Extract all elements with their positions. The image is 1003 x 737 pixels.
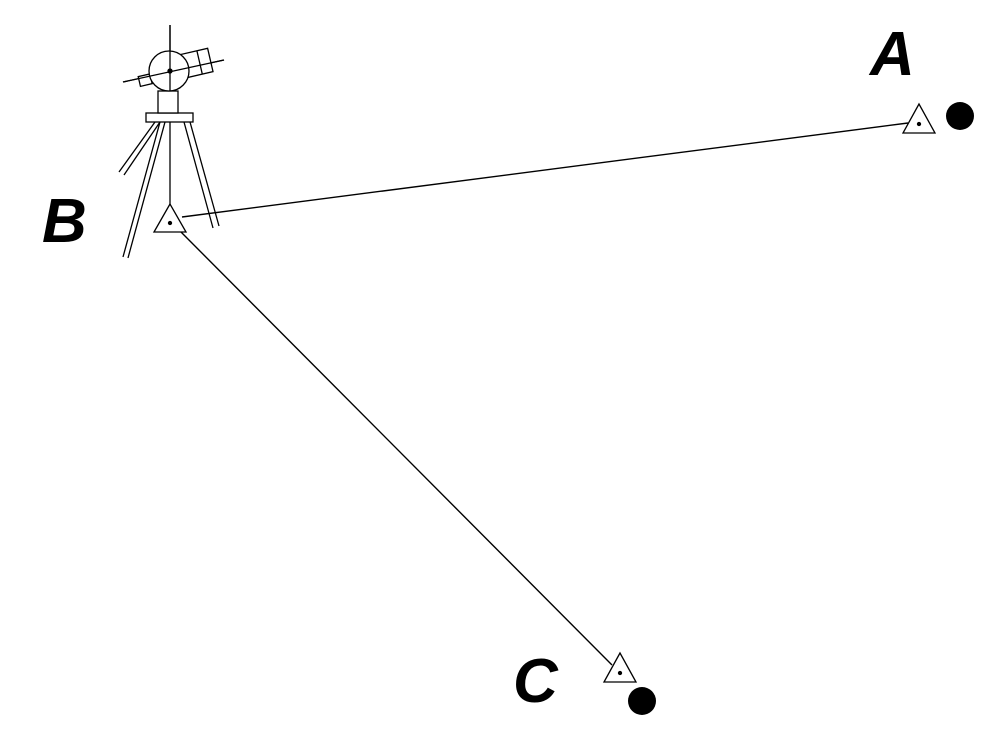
- tripod-leg: [123, 121, 161, 176]
- station-marker-c-dot: [617, 670, 623, 676]
- tripod-leg: [118, 121, 156, 173]
- theodolite-on-tripod-icon: [118, 25, 225, 259]
- tripod-leg: [189, 121, 220, 227]
- filled-circle-target-icon: [946, 102, 974, 130]
- line-b-c: [177, 228, 613, 666]
- triangle-station-marker-icon: [602, 651, 638, 683]
- point-label-c: C: [513, 647, 559, 716]
- filled-circle-target-icon: [628, 687, 656, 715]
- telescope-axis-line: [122, 59, 225, 83]
- station-marker-a: [901, 102, 937, 134]
- tripod-leg: [183, 121, 214, 229]
- station-marker-b: [152, 202, 188, 233]
- tripod-leg: [122, 121, 161, 258]
- point-label-b: B: [42, 187, 87, 256]
- tripod-head: [145, 112, 194, 123]
- telescope-barrel-inner: [196, 50, 203, 75]
- station-marker-a-dot: [916, 121, 922, 127]
- sight-lines: [177, 122, 909, 666]
- theodolite-standard: [157, 90, 179, 114]
- point-label-a: A: [868, 20, 915, 89]
- station-marker-b-dot: [167, 220, 173, 226]
- station-marker-c: [602, 651, 638, 683]
- line-b-a: [181, 122, 909, 218]
- triangle-station-marker-icon: [901, 102, 937, 134]
- triangle-station-marker-icon: [152, 202, 188, 233]
- tripod-leg: [127, 121, 166, 259]
